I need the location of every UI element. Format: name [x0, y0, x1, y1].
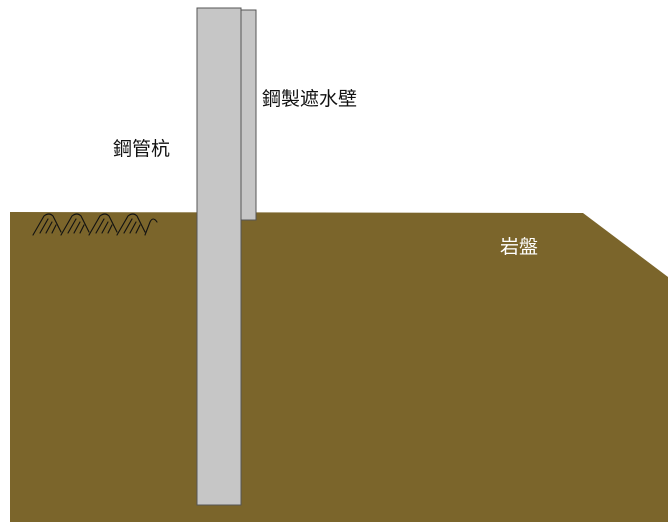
steel-pipe-pile — [196, 7, 242, 506]
steel-pipe-pile-label: 鋼管杭 — [113, 138, 171, 160]
steel-waterproof-wall — [239, 9, 257, 221]
bedrock-label: 岩盤 — [500, 236, 539, 258]
hatched-ground-icon — [32, 213, 158, 236]
bedrock-layer — [10, 212, 668, 522]
steel-waterproof-wall-label: 鋼製遮水壁 — [262, 88, 358, 110]
